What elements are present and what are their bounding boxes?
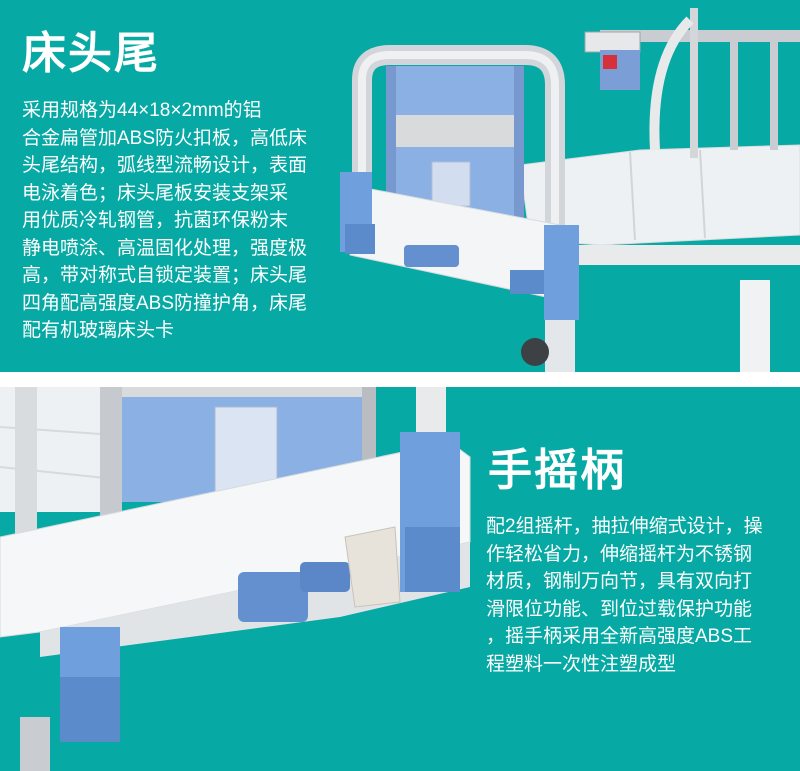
desc-line: 采用规格为44×18×2mm的铝 <box>22 100 262 121</box>
desc-line: 配有机玻璃床头卡 <box>22 320 175 341</box>
desc-line: 作轻松省力，伸缩摇杆为不锈钢 <box>486 543 753 565</box>
section-title: 手摇柄 <box>488 446 626 495</box>
desc-line: 滑限位功能、到位过载保护功能 <box>486 598 753 620</box>
section-description: 配2组摇杆，抽拉伸缩式设计，操 作轻松省力，伸缩摇杆为不锈钢 材质，钢制万向节，… <box>486 513 800 678</box>
desc-line: 四角配高强度ABS防撞护角，床尾 <box>22 292 308 314</box>
desc-line: 电泳着色；床头尾板安装支架采 <box>22 182 289 204</box>
desc-line: 静电喷涂、高温固化处理，强度极 <box>22 237 308 259</box>
desc-line: ，摇手柄采用全新高强度ABS工 <box>486 626 753 647</box>
desc-line: 高，带对称式自锁定装置；床头尾 <box>22 265 308 286</box>
section-head-footboard: 床头尾 采用规格为44×18×2mm的铝 合金扁管加ABS防火扣板，高低床 头尾… <box>0 0 800 372</box>
desc-line: 材质，钢制万向节，具有双向打 <box>486 571 753 592</box>
desc-line: 头尾结构，弧线型流畅设计，表面 <box>22 155 308 176</box>
desc-line: 用优质冷轧钢管，抗菌环保粉末 <box>22 210 289 231</box>
bed-crank-photo <box>0 387 471 771</box>
bed-headboard-photo <box>340 8 800 372</box>
desc-line: 配2组摇杆，抽拉伸缩式设计，操 <box>486 516 763 537</box>
desc-line: 合金扁管加ABS防火扣板，高低床 <box>22 127 308 149</box>
section-description: 采用规格为44×18×2mm的铝 合金扁管加ABS防火扣板，高低床 头尾结构，弧… <box>22 97 352 345</box>
desc-line: 程塑料一次性注塑成型 <box>486 653 677 675</box>
section-crank: 手摇柄 配2组摇杆，抽拉伸缩式设计，操 作轻松省力，伸缩摇杆为不锈钢 材质，钢制… <box>0 387 800 771</box>
section-title: 床头尾 <box>22 29 160 78</box>
